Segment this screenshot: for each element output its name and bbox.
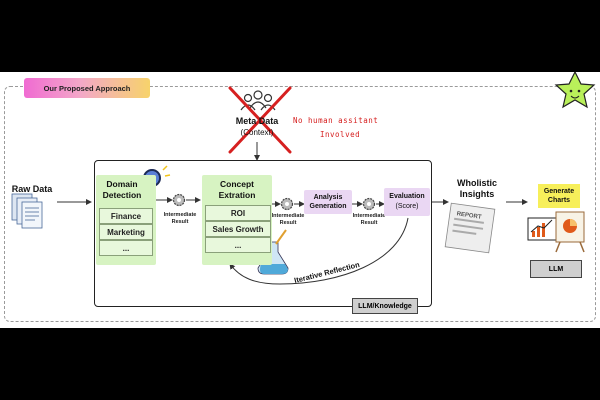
no-human-note-line1: No human assitant: [293, 116, 379, 125]
intermediate-result-3-line1: Intermediate: [352, 213, 386, 219]
star-mascot-icon: [554, 72, 596, 109]
raw-data-label: Raw Data: [11, 184, 53, 194]
doc-stack-icon: [11, 193, 43, 229]
insights-line1: Wholistic: [457, 178, 497, 188]
flask-icon: [257, 229, 289, 275]
no-human-note-line2: Involved: [320, 130, 361, 139]
meta-data-subtitle: (Context): [240, 128, 274, 137]
generate-line2: Charts: [547, 197, 571, 204]
concept-item-more: ...: [205, 237, 271, 253]
outer-border: [4, 86, 596, 322]
intermediate-result-2-line1: Intermediate: [271, 213, 305, 219]
domain-title-line2: Detection: [102, 190, 142, 200]
approach-badge: Our Proposed Approach: [24, 78, 150, 98]
domain-title-line1: Domain: [106, 179, 138, 189]
diagram-canvas: Our Proposed Approach: [0, 72, 600, 328]
concept-item-roi: ROI: [205, 205, 271, 221]
domain-item-more: ...: [99, 240, 153, 256]
intermediate-result-2-line2: Result: [279, 220, 297, 226]
analysis-line2: Generation: [309, 203, 347, 210]
red-cross-icon: [228, 86, 292, 154]
report-icon: [444, 202, 496, 254]
llm-knowledge-box: [94, 160, 432, 307]
evaluation-line2: (Score): [395, 203, 419, 210]
gear-icon: [362, 197, 376, 211]
analysis-line1: Analysis: [313, 194, 343, 201]
concept-item-sales-growth: Sales Growth: [205, 221, 271, 237]
analysis-generation-box: [304, 190, 352, 214]
intermediate-result-3-line2: Result: [360, 220, 378, 226]
gear-icon: [172, 193, 186, 207]
gear-icon: [280, 197, 294, 211]
people-icon: [240, 90, 276, 111]
generate-line1: Generate: [543, 188, 575, 195]
concept-title-line2: Extration: [218, 190, 256, 200]
domain-item-finance: Finance: [99, 208, 153, 224]
evaluation-line1: Evaluation: [389, 193, 425, 200]
connectors-layer: [11, 72, 596, 285]
domain-item-marketing: Marketing: [99, 224, 153, 240]
intermediate-result-1-line2: Result: [171, 219, 189, 225]
evaluation-box: [384, 188, 430, 216]
meta-data-title: Meta Data: [235, 116, 279, 126]
chart-board-icon: [527, 211, 585, 253]
generate-charts-box: [538, 184, 580, 208]
intermediate-result-1-line1: Intermediate: [163, 212, 197, 218]
concept-title-line1: Concept: [220, 179, 254, 189]
llm-knowledge-label: LLM/Knowledge: [352, 298, 418, 314]
llm-label: LLM: [530, 260, 582, 278]
insights-line2: Insights: [459, 189, 495, 199]
